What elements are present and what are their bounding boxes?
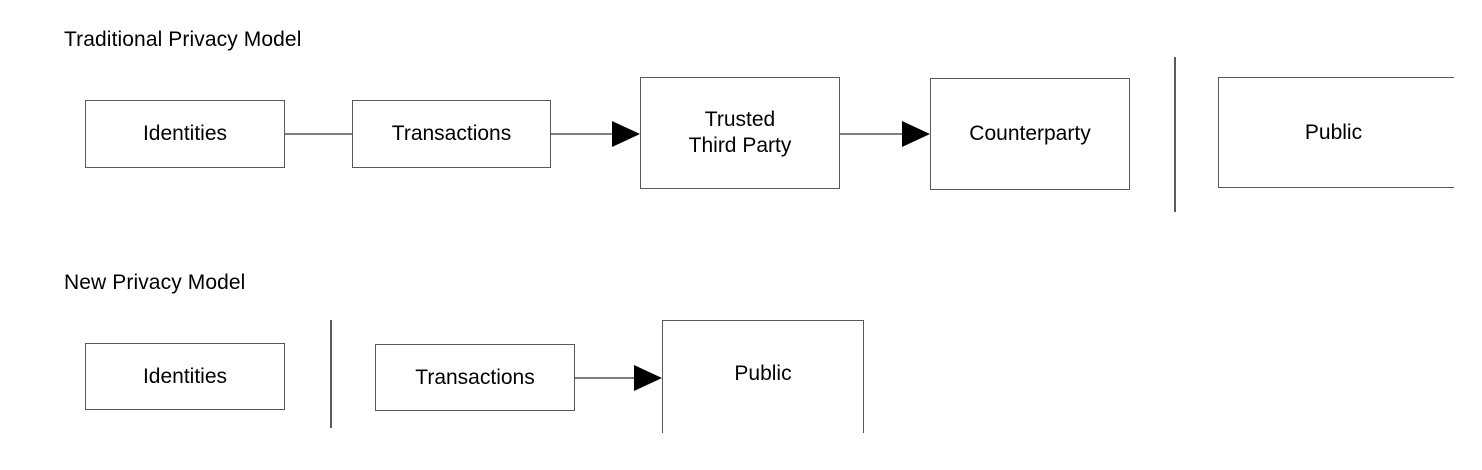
traditional-model-title: Traditional Privacy Model [64, 28, 302, 51]
traditional-node-public: Public [1218, 77, 1454, 188]
arrow-right-icon [612, 121, 640, 147]
new-node-transactions-label: Transactions [415, 365, 535, 389]
new-node-identities: Identities [85, 343, 285, 410]
new-privacy-boundary-divider [330, 320, 332, 428]
traditional-connector-identities-transactions [285, 133, 352, 135]
new-node-public: Public [662, 320, 864, 433]
traditional-connector-transactions-ttp [551, 133, 612, 135]
traditional-node-counterparty-label: Counterparty [969, 122, 1091, 146]
traditional-privacy-boundary-divider [1174, 57, 1176, 212]
arrow-right-icon [902, 121, 930, 147]
traditional-node-identities: Identities [85, 100, 285, 168]
new-node-identities-label: Identities [142, 364, 228, 388]
traditional-node-transactions: Transactions [352, 100, 551, 168]
traditional-node-identities-label: Identities [142, 122, 228, 146]
traditional-node-trusted-third-party: Trusted Third Party [640, 77, 840, 189]
new-connector-transactions-public [575, 377, 634, 379]
traditional-node-public-label: Public [1304, 120, 1363, 144]
new-model-title: New Privacy Model [64, 271, 246, 294]
traditional-node-counterparty: Counterparty [930, 78, 1130, 190]
traditional-node-transactions-label: Transactions [391, 122, 512, 146]
traditional-node-trusted-third-party-label: Trusted Third Party [688, 108, 792, 157]
new-node-public-label: Public [734, 362, 792, 386]
traditional-connector-ttp-counterparty [840, 133, 902, 135]
new-node-transactions: Transactions [375, 344, 575, 411]
arrow-right-icon [634, 365, 662, 391]
